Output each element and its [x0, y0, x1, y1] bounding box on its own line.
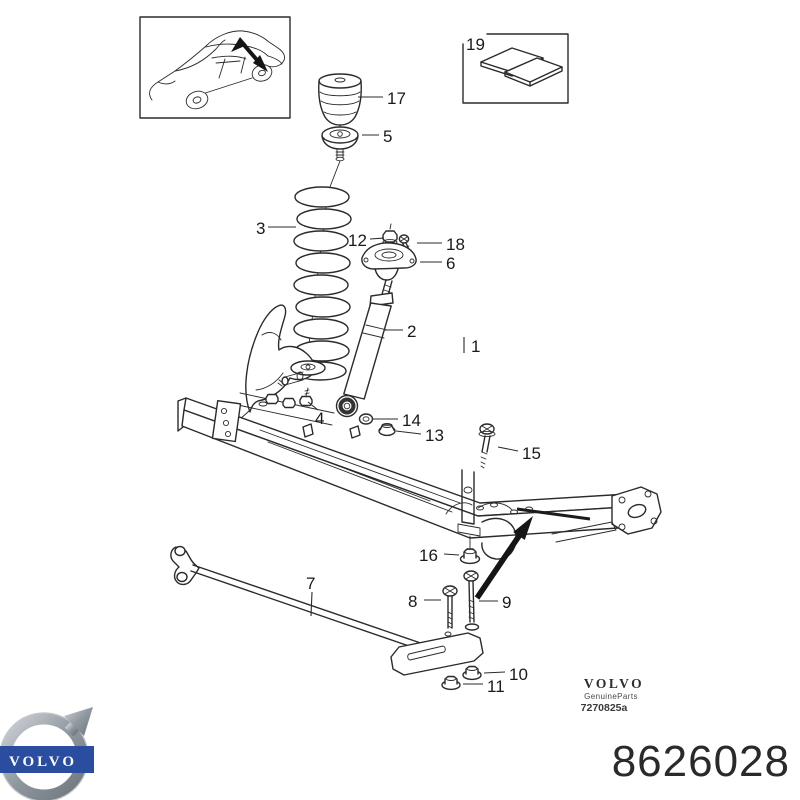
inset-frame — [139, 16, 291, 119]
shock-absorber-part-2 — [335, 279, 394, 418]
shim-plates-illustration — [480, 47, 563, 87]
callout-14: 14 — [402, 411, 421, 430]
bolt-part-8 — [442, 585, 458, 629]
axle-beam — [177, 397, 662, 543]
nut-part-12 — [382, 223, 398, 245]
kit-box-part-19 — [462, 33, 569, 104]
strut-mount-part-6 — [361, 242, 417, 281]
bolt-part-15 — [478, 423, 496, 469]
beam-bracket-under-bolt-15 — [457, 469, 481, 550]
callout-10: 10 — [509, 665, 528, 684]
callout-13: 13 — [425, 426, 444, 445]
trailing-arm-bracket — [221, 304, 335, 429]
logo-band-text: VOLVO — [9, 754, 77, 770]
callout-19: 19 — [466, 35, 485, 54]
callout-7: 7 — [306, 574, 315, 593]
rod-mount-bracket — [390, 631, 484, 676]
brand-subtitle: GenuineParts — [584, 692, 638, 701]
callout-9: 9 — [502, 593, 511, 612]
rear-axle-pointer-arrow-icon — [231, 37, 268, 72]
logo-blue-band — [0, 746, 94, 773]
drawing-reference: 7270825a — [581, 702, 628, 714]
assembly-direction-arrow-icon — [474, 516, 533, 600]
callout-4: 4 — [315, 409, 324, 428]
nut-part-11 — [441, 675, 461, 691]
callout-2: 2 — [407, 322, 416, 341]
brand-block: VOLVO GenuineParts 7270825a — [581, 676, 644, 714]
washer-part-14 — [358, 413, 374, 425]
callout-15: 15 — [522, 444, 541, 463]
callout-12: 12 — [348, 231, 367, 250]
callout-3: 3 — [256, 219, 265, 238]
callout-17: 17 — [387, 89, 406, 108]
seat-bolt-bushing — [277, 371, 304, 387]
part-number: 8626028 — [612, 737, 790, 786]
callout-1: 1 — [471, 337, 480, 356]
callout-labels: 17 5 3 12 18 6 2 1 4 14 13 15 16 8 9 7 1… — [256, 35, 541, 696]
brand-wordmark: VOLVO — [584, 676, 644, 691]
callout-5: 5 — [383, 127, 392, 146]
spindle-knuckle-curves — [445, 502, 517, 560]
logo-arrow-head-icon — [64, 707, 93, 736]
car-location-inset — [139, 16, 291, 119]
callout-8: 8 — [408, 592, 417, 611]
volvo-iron-mark-logo: VOLVO — [0, 707, 94, 800]
spring-cap-part-5 — [321, 126, 359, 193]
callout-leader-lines — [268, 96, 519, 685]
car-outline-drawing — [149, 30, 286, 110]
bump-stop-part-17 — [318, 73, 362, 131]
bolt-part-9 — [463, 570, 480, 631]
nut-part-13 — [378, 423, 396, 437]
callout-16: 16 — [419, 546, 438, 565]
callout-11: 11 — [487, 677, 505, 696]
hub-flange-plate — [611, 486, 662, 535]
callout-6: 6 — [446, 254, 455, 273]
nut-part-16 — [459, 548, 481, 565]
callout-18: 18 — [446, 235, 465, 254]
nut-part-10 — [462, 665, 482, 681]
kit-box-frame — [462, 33, 569, 104]
